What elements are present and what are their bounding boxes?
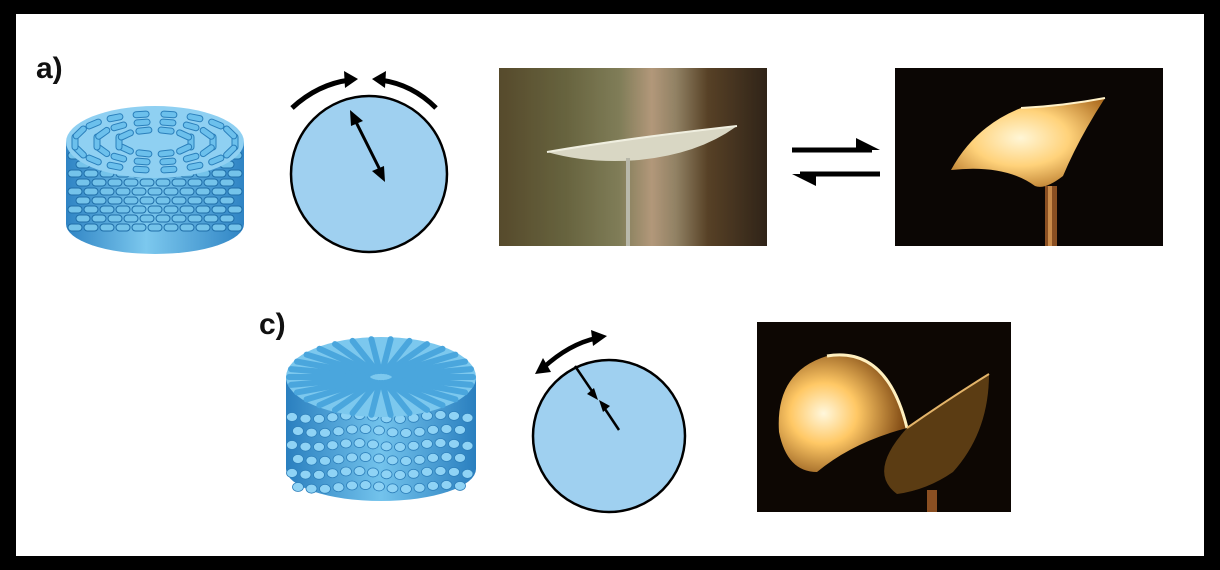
photo-film-unlit xyxy=(499,68,767,246)
concentric-rod-cylinder-illustration xyxy=(58,94,253,259)
figure-panel: a) xyxy=(16,14,1204,556)
panel-a-label: a) xyxy=(36,52,63,86)
photo-film-illuminated xyxy=(895,68,1163,246)
director-compression-diagram xyxy=(521,326,696,516)
reversible-arrows-icon xyxy=(786,132,886,192)
radial-rod-cylinder-illustration xyxy=(274,319,489,514)
photo-curled-film-illuminated xyxy=(757,322,1011,512)
director-rotation-diagram xyxy=(284,66,454,256)
